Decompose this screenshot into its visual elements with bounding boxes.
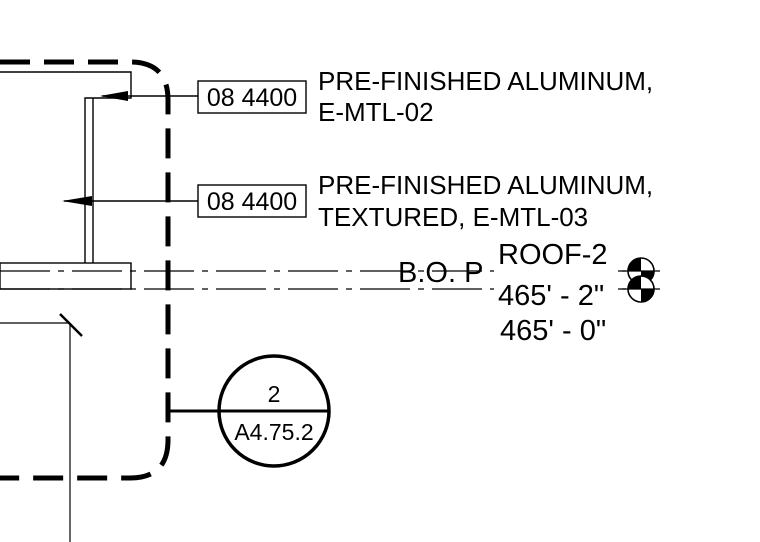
level-name: ROOF-2 [498, 239, 608, 271]
callout-detail-number: 2 [268, 381, 281, 407]
keynote-tag-box-2 [197, 184, 307, 218]
level-elevation: 465' - 2" [498, 280, 604, 312]
keynote-text-2-line1: PRE-FINISHED ALUMINUM, [318, 170, 653, 200]
level-elevation-below-partial: 465' - 0" [500, 315, 606, 347]
keynote-tag-1: 08 4400 [207, 84, 297, 112]
level-label-behind: B.O. P [398, 257, 483, 289]
callout-sheet-number: A4.75.2 [234, 419, 313, 445]
keynote-leader-2 [62, 196, 198, 206]
keynote-text-1-line2: E-MTL-02 [318, 97, 434, 127]
level-elevation-mask [494, 296, 618, 316]
keynote-leader-1 [100, 91, 198, 101]
keynote-tag-2: 08 4400 [207, 188, 297, 216]
keynote-text-2-line2: TEXTURED, E-MTL-03 [318, 202, 588, 232]
section-callout[interactable]: 2 A4.75.2 [168, 354, 331, 468]
lower-construction-lines [0, 313, 83, 542]
keynote-text-1-line1: PRE-FINISHED ALUMINUM, [318, 66, 653, 96]
metal-panel-profile [0, 71, 132, 290]
keynote-tag-box-1 [197, 80, 307, 114]
level-target-symbol-lower [622, 275, 660, 303]
detail-boundary-dashed [0, 59, 171, 481]
